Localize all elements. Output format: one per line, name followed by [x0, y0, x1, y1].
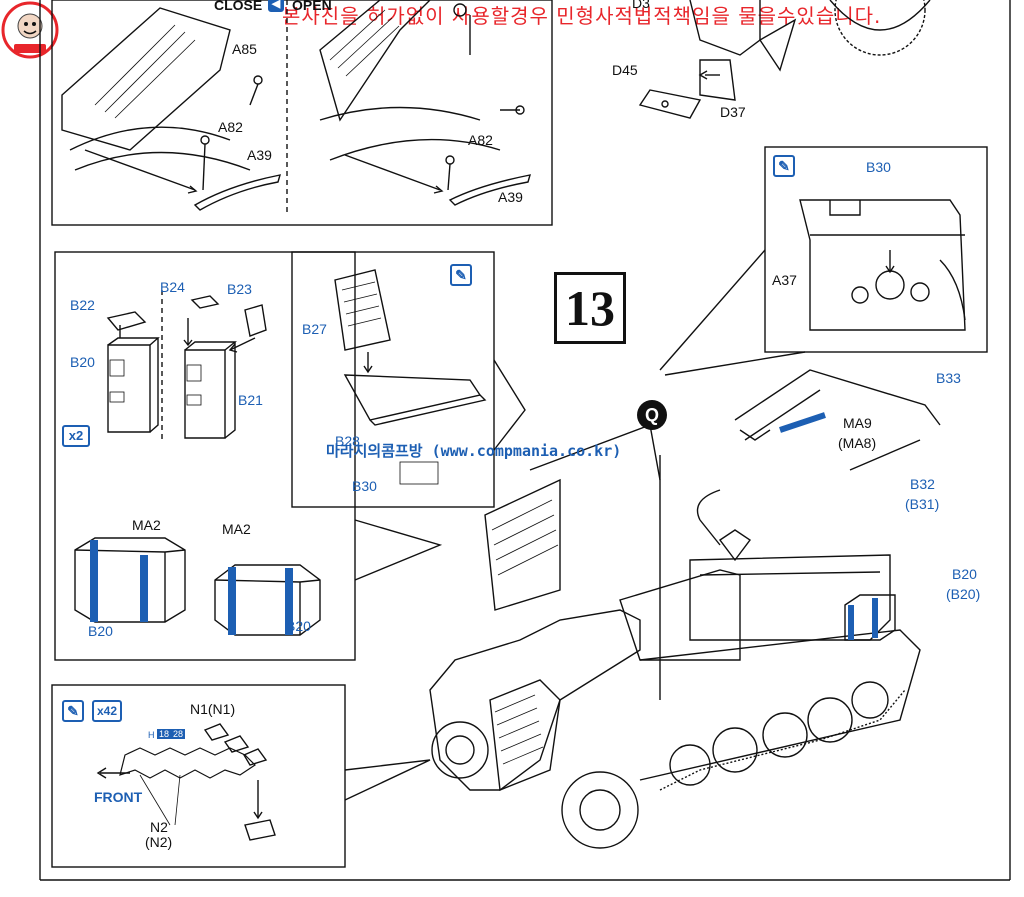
- part-label-b20-vehicle-alt: (B20): [946, 586, 981, 602]
- paint-brush-icon: ✎: [773, 155, 795, 177]
- part-label-b20-left: B20: [88, 623, 113, 639]
- arrow-icon: ◀: [268, 0, 284, 12]
- part-label-b24: B24: [160, 279, 185, 295]
- paint-brush-icon: ✎: [450, 264, 472, 286]
- part-label-d3: D3: [632, 0, 650, 11]
- part-label-ma9: MA9: [843, 415, 872, 431]
- part-label-d37: D37: [720, 104, 746, 120]
- part-label-a39-close: A39: [247, 147, 272, 163]
- runner-number-28-text: 28: [173, 729, 184, 739]
- part-label-n1: N1(N1): [190, 701, 236, 717]
- part-label-b21: B21: [238, 392, 263, 408]
- part-label-b20-vehicle: B20: [952, 566, 977, 582]
- part-label-b31: (B31): [905, 496, 940, 512]
- runner-number-18-text: 18: [159, 729, 170, 739]
- part-label-b23: B23: [227, 281, 252, 297]
- part-label-b30-rack: B30: [352, 478, 377, 494]
- front-label: FRONT: [94, 789, 143, 805]
- watermark-warning-text: 본사진을 허가없이 사용할경우 민형사적법적책임을 물을수있습니다.: [282, 4, 882, 28]
- part-label-b20-right: B20: [286, 618, 311, 634]
- part-label-b22: B22: [70, 297, 95, 313]
- runner-number-18: 18: [157, 729, 172, 739]
- quantity-x42-icon: x42: [92, 700, 122, 722]
- part-label-a82-open: A82: [468, 132, 493, 148]
- part-label-ma8: (MA8): [838, 435, 877, 451]
- part-label-b28: B28: [335, 433, 360, 449]
- watermark-logo: [0, 0, 60, 60]
- runner-number-28: 28: [171, 729, 186, 739]
- part-label-ma2-left: MA2: [132, 517, 161, 533]
- part-label-a37: A37: [772, 272, 797, 288]
- step-number: 13: [554, 272, 626, 344]
- step-marker-q: Q: [637, 400, 667, 430]
- open-label: OPEN: [292, 0, 332, 13]
- part-label-a39-open: A39: [498, 189, 523, 205]
- watermark-site-text: 마라지의콤프방 (www.compmania.co.kr): [326, 442, 622, 460]
- step-marker-letter: Q: [644, 405, 659, 425]
- part-label-n2-alt: (N2): [145, 834, 173, 850]
- mascot-icon: [1, 1, 59, 59]
- quantity-x2-icon: x2: [62, 425, 90, 447]
- close-label: CLOSE: [214, 0, 263, 13]
- part-label-b20-box: B20: [70, 354, 95, 370]
- part-label-n2: N2: [150, 819, 168, 835]
- part-label-b33: B33: [936, 370, 961, 386]
- part-label-b32: B32: [910, 476, 935, 492]
- part-label-ma2-right: MA2: [222, 521, 251, 537]
- part-label-a82-close: A82: [218, 119, 243, 135]
- part-label-b27: B27: [302, 321, 327, 337]
- part-label-a85: A85: [232, 41, 257, 57]
- part-label-b30-detail: B30: [866, 159, 891, 175]
- part-label-d45: D45: [612, 62, 638, 78]
- paint-brush-icon: ✎: [62, 700, 84, 722]
- runner-label-h: H: [148, 730, 155, 740]
